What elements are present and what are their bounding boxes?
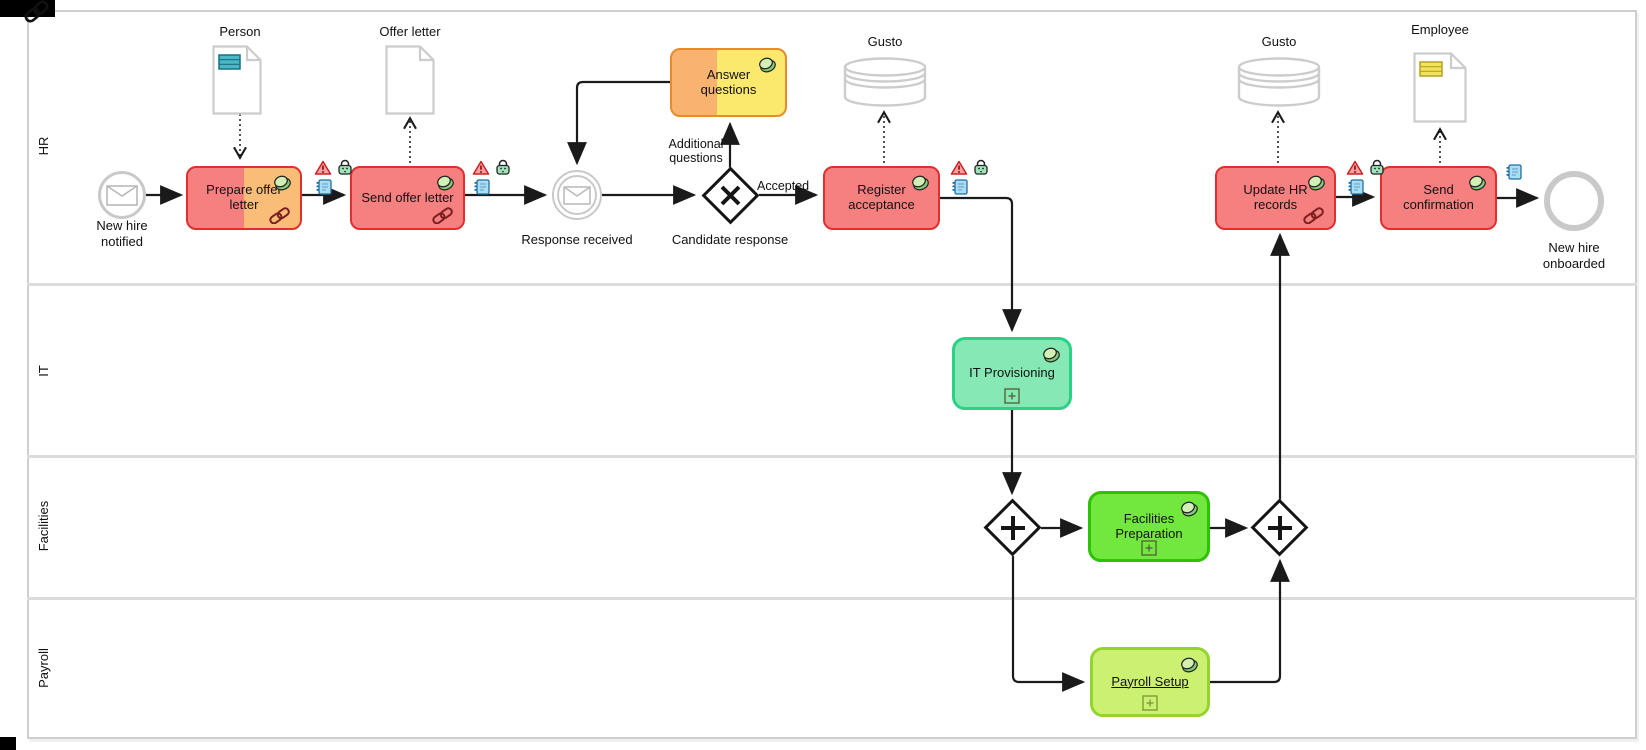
intermediate-event-label: Response received xyxy=(521,232,633,247)
data-object-offer-letter[interactable] xyxy=(385,45,435,120)
task-label: Send offer letter xyxy=(361,189,454,205)
end-event-label: New hire onboarded xyxy=(1542,240,1606,271)
notes-icon xyxy=(316,179,332,195)
bottom-left-black-square xyxy=(0,737,16,750)
task-register-acceptance[interactable]: Register acceptance xyxy=(823,166,940,230)
task-send-confirmation[interactable]: Send confirmation xyxy=(1380,166,1497,230)
task-prepare-offer-letter[interactable]: Prepare offer letter xyxy=(186,166,302,230)
plus-marker-icon[interactable] xyxy=(1004,388,1020,404)
parallel-gateway-plus-marker xyxy=(1268,516,1292,540)
task-label: Update HR records xyxy=(1243,182,1308,212)
task-label: Answer questions xyxy=(700,66,757,97)
document-icon xyxy=(1413,52,1467,123)
link-icon xyxy=(432,207,453,224)
task-send-offer-letter[interactable]: Send offer letter xyxy=(350,166,465,230)
data-store-gusto-2[interactable] xyxy=(1237,56,1321,113)
lock-icon xyxy=(496,159,510,175)
warning-icon xyxy=(1346,160,1364,175)
data-object-person[interactable] xyxy=(212,45,262,120)
database-icon xyxy=(843,57,927,107)
subprocess-label: IT Provisioning xyxy=(969,365,1055,381)
data-store-gusto-1-label: Gusto xyxy=(867,34,903,49)
warning-icon xyxy=(314,160,332,175)
notes-icon xyxy=(1348,179,1364,195)
lane-label-it: IT xyxy=(36,365,51,377)
intermediate-event-inner-ring xyxy=(557,175,597,215)
lock-icon xyxy=(338,159,352,175)
data-store-gusto-1[interactable] xyxy=(843,56,927,113)
subprocess-payroll-setup[interactable]: Payroll Setup xyxy=(1090,647,1210,717)
notes-icon xyxy=(474,179,490,195)
flow-register-to-it-provisioning xyxy=(940,196,1022,333)
indicator-cluster-register xyxy=(950,158,992,198)
warning-icon xyxy=(950,160,968,175)
comment-badge-icon xyxy=(1043,347,1060,363)
flow-split-to-payroll-setup xyxy=(1011,556,1086,692)
start-event-label: New hire notified xyxy=(96,218,148,249)
indicator-cluster-send-offer xyxy=(472,158,514,198)
edge-label-additional-questions: Additional questions xyxy=(668,137,724,166)
task-answer-questions[interactable]: Answer questions xyxy=(670,48,787,117)
comment-badge-icon xyxy=(274,175,291,191)
lane-divider-hr-it xyxy=(27,283,1637,286)
table-icon-teal xyxy=(218,54,241,70)
data-object-person-label: Person xyxy=(219,24,261,39)
task-label: Register acceptance xyxy=(848,182,915,212)
chain-corner-icon xyxy=(24,0,49,23)
lane-divider-facilities-payroll xyxy=(27,597,1637,600)
data-object-employee[interactable] xyxy=(1413,52,1467,128)
link-icon xyxy=(269,207,290,224)
data-object-employee-label: Employee xyxy=(1411,22,1469,37)
lock-icon xyxy=(1370,159,1384,175)
plus-marker-icon[interactable] xyxy=(1142,695,1158,711)
document-icon xyxy=(212,45,262,115)
lane-label-hr: HR xyxy=(36,136,51,156)
subprocess-facilities-preparation[interactable]: Facilities Preparation xyxy=(1088,491,1210,562)
intermediate-event-response-received[interactable] xyxy=(552,170,602,220)
indicator-cluster-update-hr xyxy=(1346,158,1388,198)
notes-icon xyxy=(1506,164,1522,180)
envelope-icon xyxy=(106,184,138,206)
data-object-offer-letter-label: Offer letter xyxy=(379,24,441,39)
link-icon xyxy=(1303,207,1324,224)
envelope-icon xyxy=(563,185,591,205)
gateway-candidate-response-label: Candidate response xyxy=(671,232,789,247)
lane-label-payroll: Payroll xyxy=(36,648,51,688)
comment-badge-icon xyxy=(912,175,929,191)
exclusive-gateway-x-marker xyxy=(720,185,741,206)
comment-badge-icon xyxy=(437,175,454,191)
end-event-new-hire-onboarded[interactable] xyxy=(1544,171,1604,231)
document-icon xyxy=(385,45,435,115)
notes-icon xyxy=(952,179,968,195)
lock-icon xyxy=(974,159,988,175)
indicator-cluster-prepare xyxy=(314,158,356,198)
warning-icon xyxy=(472,160,490,175)
lane-divider-it-facilities xyxy=(27,455,1637,458)
task-label: Send confirmation xyxy=(1403,182,1474,212)
subprocess-label: Facilities Preparation xyxy=(1115,510,1183,541)
start-event-new-hire-notified[interactable] xyxy=(98,171,146,219)
data-store-gusto-2-label: Gusto xyxy=(1261,34,1297,49)
process-pool xyxy=(27,10,1637,739)
comment-badge-icon xyxy=(1308,175,1325,191)
task-update-hr-records[interactable]: Update HR records xyxy=(1215,166,1336,230)
plus-marker-icon[interactable] xyxy=(1141,540,1157,556)
flow-payroll-setup-to-join xyxy=(1210,558,1290,684)
comment-badge-icon xyxy=(1181,501,1198,517)
comment-badge-icon xyxy=(759,57,776,73)
subprocess-label: Payroll Setup xyxy=(1111,673,1189,689)
edge-label-accepted: Accepted xyxy=(757,179,810,193)
flow-answer-to-response xyxy=(567,80,670,166)
comment-badge-icon xyxy=(1181,657,1198,673)
subprocess-it-provisioning[interactable]: IT Provisioning xyxy=(952,337,1072,410)
parallel-gateway-plus-marker xyxy=(1001,516,1025,540)
table-icon-yellow xyxy=(1419,61,1443,77)
task-label: Prepare offer letter xyxy=(206,182,282,212)
lane-label-facilities: Facilities xyxy=(36,500,51,552)
comment-badge-icon xyxy=(1469,175,1486,191)
database-icon xyxy=(1237,57,1321,107)
